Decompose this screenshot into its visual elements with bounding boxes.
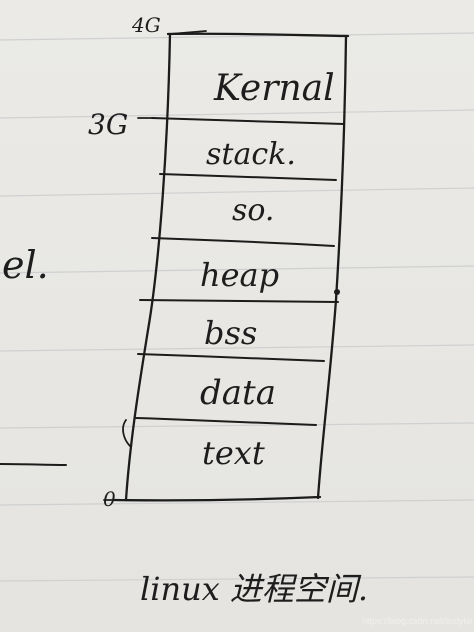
diagram-caption: linux 进程空间. xyxy=(140,570,368,608)
segment-label-stack: stack. xyxy=(206,137,296,172)
divider-heap-bss xyxy=(139,299,339,303)
box-left-edge xyxy=(124,32,172,502)
divider-so-heap xyxy=(151,237,335,247)
ruled-line xyxy=(0,576,474,582)
address-label-3g: 3G xyxy=(88,108,128,141)
divider-stack-so xyxy=(159,173,337,181)
segment-dividers xyxy=(135,117,345,426)
segment-label-data: data xyxy=(200,373,276,413)
ink-dot xyxy=(334,289,340,295)
ruled-line xyxy=(0,422,474,429)
divider-kernel-stack xyxy=(151,117,345,125)
segment-label-text: text xyxy=(202,434,265,472)
segment-label-heap: heap xyxy=(200,256,279,294)
segment-label-so: so. xyxy=(232,193,274,228)
tick-4g xyxy=(169,30,207,35)
ruled-line xyxy=(0,499,474,506)
address-ticks xyxy=(103,30,340,501)
ruled-line xyxy=(0,109,474,119)
watermark-text: https://blog.csdn.net/lindylw xyxy=(362,616,473,626)
margin-fragment: el. xyxy=(2,243,49,287)
ruled-lines xyxy=(0,32,474,582)
divider-data-text xyxy=(135,417,317,426)
divider-bss-data xyxy=(137,353,325,362)
ruled-line xyxy=(0,32,474,41)
segment-label-bss: bss xyxy=(204,314,257,352)
segment-label-kernel: Kernal xyxy=(213,68,335,109)
box-left-hook xyxy=(122,419,131,447)
address-label-4g: 4G xyxy=(131,13,161,37)
box-right-edge xyxy=(316,34,348,500)
address-space-box xyxy=(112,32,350,502)
margin-stroke xyxy=(0,463,67,466)
ruled-line xyxy=(0,265,474,274)
box-bottom-edge xyxy=(112,495,322,502)
ruled-line xyxy=(0,187,474,197)
address-label-0: 0 xyxy=(103,487,116,511)
ruled-line xyxy=(0,344,474,352)
box-top-edge xyxy=(166,32,350,38)
